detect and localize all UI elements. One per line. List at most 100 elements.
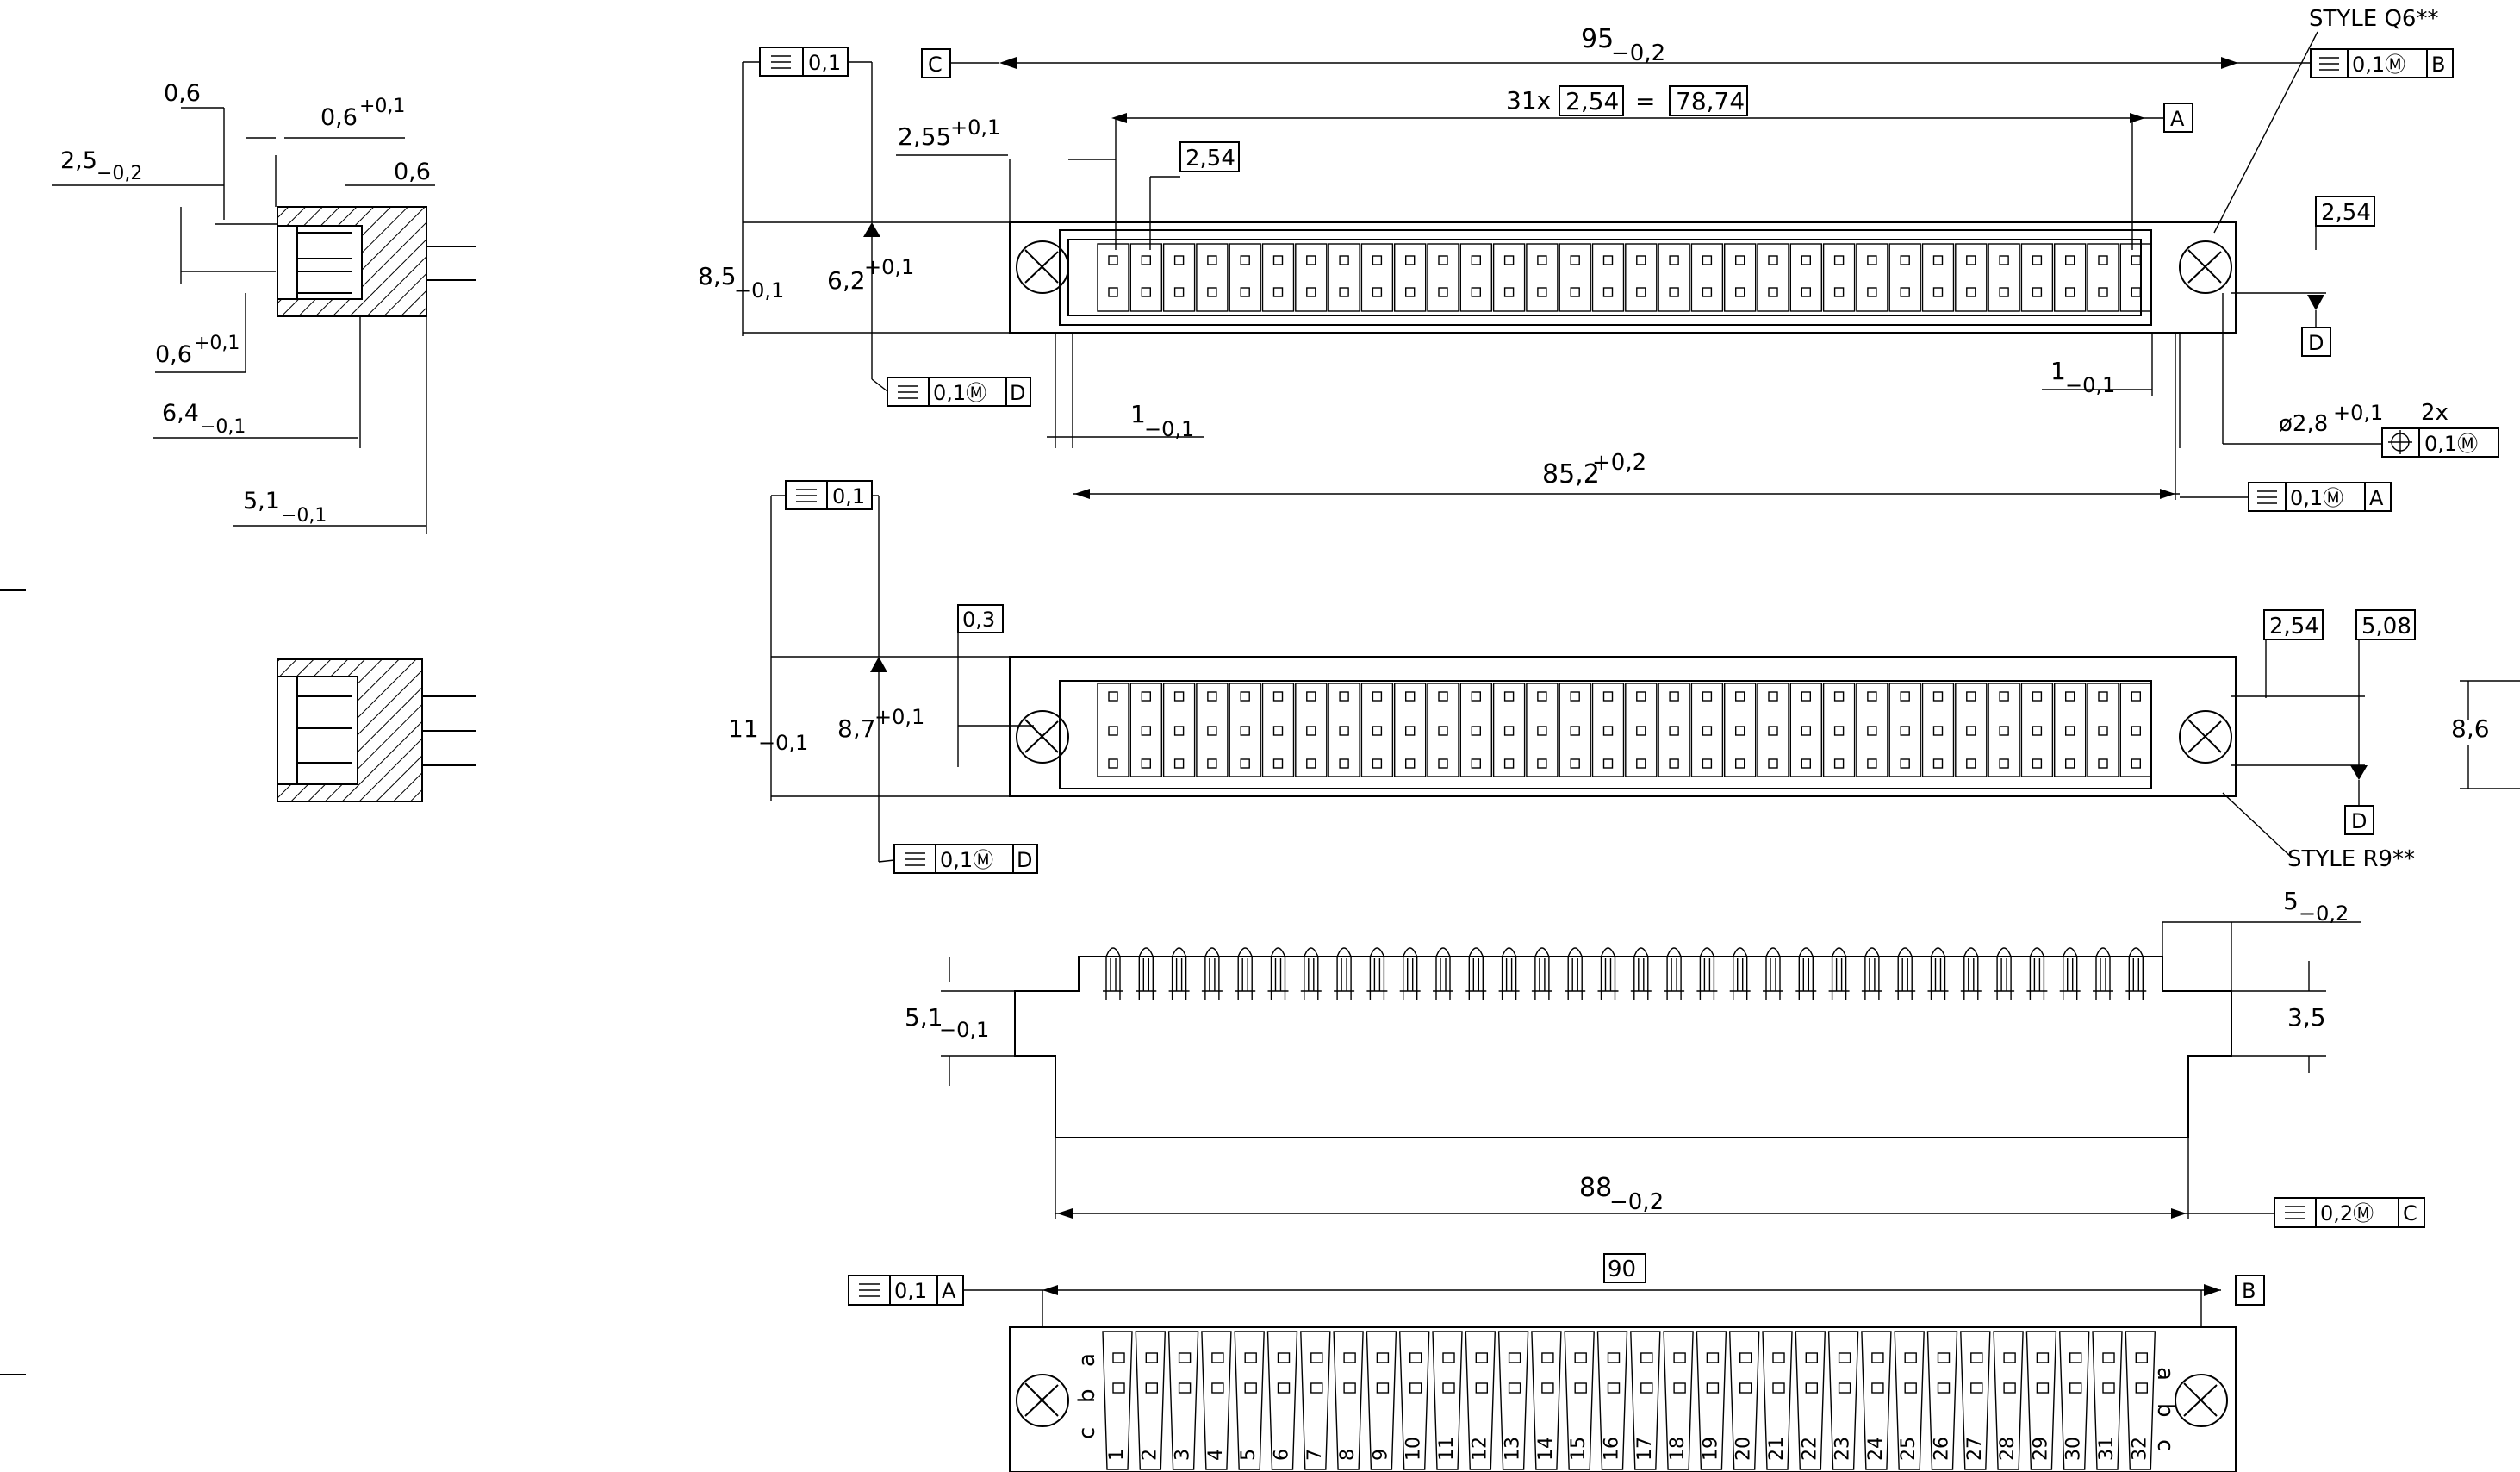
q6-edge-right: 1 xyxy=(2050,357,2066,385)
q6-pitch-small: 2,54 xyxy=(1185,146,1235,172)
bottom-pin-column xyxy=(1432,1331,1463,1470)
r9-pin-grid xyxy=(1097,683,2153,777)
pin-number-label: 5 xyxy=(1238,1449,1260,1461)
bottom-pin-column xyxy=(2125,1331,2156,1470)
bottom-pin-column xyxy=(1167,1331,1199,1470)
q6-edge-right-tol: −0,1 xyxy=(2065,373,2115,397)
r9-pin-cell xyxy=(1097,683,1129,777)
side-dim-body-tol: −0,1 xyxy=(281,505,327,527)
q6-pin-cell xyxy=(1261,243,1295,312)
q6-span: 78,74 xyxy=(1676,87,1745,115)
bottom-span: 90 xyxy=(1608,1257,1636,1282)
bottom-frame: 0,1 xyxy=(894,1279,927,1303)
top-view-r9: 0,1 11 −0,1 8,7 +0,1 0,3 0,1Ⓜ D 2,54 5,0… xyxy=(728,480,2520,874)
bottom-pin-column xyxy=(1596,1331,1628,1470)
side-dim-lower: 0,6 xyxy=(155,341,192,368)
q6-pin-cell xyxy=(1822,243,1856,312)
pin-number-label: 1 xyxy=(1106,1449,1128,1461)
q6-inner: 85,2 xyxy=(1542,459,1600,490)
datum-a-label: A xyxy=(2170,107,2185,131)
front-pin xyxy=(2095,947,2111,1000)
pin-number-label: 14 xyxy=(1535,1437,1557,1461)
q6-pin-cell xyxy=(1591,243,1625,312)
front-frame-datum: C xyxy=(2403,1201,2417,1226)
pin-number-label: 8 xyxy=(1337,1449,1359,1461)
q6-pin-cell xyxy=(1162,243,1196,312)
r9-pin-cell xyxy=(1229,683,1261,777)
r9-right-hole xyxy=(2179,710,2232,764)
q6-frame-top-left: 0,1 xyxy=(808,51,841,75)
r9-left-hole xyxy=(1016,710,1069,764)
front-pin xyxy=(1963,947,1979,1000)
side-dim-right-gap-tol: +0,1 xyxy=(359,96,405,117)
front-pin xyxy=(1733,947,1748,1000)
side-dim-lower-tol: +0,1 xyxy=(194,333,240,354)
front-pin xyxy=(1930,947,1946,1000)
pin-number-label: 11 xyxy=(1436,1437,1458,1461)
bottom-pin-column xyxy=(1960,1331,1991,1470)
pin-number-label: 30 xyxy=(2063,1437,2085,1461)
q6-pitch-count: 31x xyxy=(1506,86,1551,115)
front-pin xyxy=(1204,947,1220,1000)
q6-equals: = xyxy=(1635,87,1655,115)
r9-style-note: STYLE R9** xyxy=(2287,846,2415,872)
front-pin xyxy=(1237,947,1253,1000)
q6-frame-bottom-left: 0,1Ⓜ xyxy=(933,381,986,405)
row-letters-left: c b a xyxy=(1074,1353,1100,1439)
bottom-pin-column xyxy=(2058,1331,2090,1470)
row-letter-right-b: b xyxy=(2152,1403,2178,1418)
r9-pin-cell xyxy=(1360,683,1394,777)
front-pin xyxy=(1501,947,1517,1000)
front-pin xyxy=(1567,947,1583,1000)
r9-pin-cell xyxy=(1822,683,1856,777)
pin-number-label: 16 xyxy=(1602,1437,1623,1461)
front-pin xyxy=(1666,947,1682,1000)
q6-pin-cell xyxy=(2119,243,2153,312)
bottom-pin-column xyxy=(1696,1331,1727,1470)
front-view: 5,1 −0,1 5 −0,2 3,5 88 −0,2 0,2Ⓜ C xyxy=(905,887,2425,1228)
pin-number-label: 23 xyxy=(1832,1437,1854,1461)
bottom-pin-column xyxy=(1894,1331,1925,1470)
pin-number-label: 3 xyxy=(1173,1449,1194,1461)
bottom-pin-column xyxy=(1398,1331,1430,1470)
r9-datum-d xyxy=(2344,805,2374,835)
r9-pin-cell xyxy=(1658,683,1690,777)
r9-pin-cell xyxy=(1295,683,1328,777)
bottom-outline xyxy=(1009,1326,2237,1472)
r9-pin-cell xyxy=(2053,683,2087,777)
bottom-pin-column xyxy=(1531,1331,1562,1470)
r9-pin-cell xyxy=(1988,683,2020,777)
q6-frame-position: 0,1Ⓜ xyxy=(2424,432,2478,456)
r9-pin-cell xyxy=(1921,683,1955,777)
side-dim-depth: 6,4 xyxy=(162,400,199,427)
q6-frame-bottom-left-datum: D xyxy=(1010,381,1025,405)
bottom-pin-column xyxy=(1663,1331,1694,1470)
r9-pin-cell xyxy=(1789,683,1823,777)
r9-pin-cell xyxy=(1690,683,1724,777)
r9-pin-cell xyxy=(1559,683,1591,777)
bottom-pin-column xyxy=(1266,1331,1298,1470)
pin-number-label: 6 xyxy=(1272,1449,1293,1461)
r9-right-height: 8,6 xyxy=(2451,714,2490,743)
front-pin xyxy=(1699,947,1715,1000)
front-pin xyxy=(1304,947,1319,1000)
q6-pin-cell xyxy=(1526,243,1559,312)
front-pin xyxy=(2128,947,2144,1000)
r9-pin-cell xyxy=(1129,683,1163,777)
front-pin xyxy=(1270,947,1286,1000)
bottom-pin-column xyxy=(1926,1331,1958,1470)
r9-pin-cell xyxy=(1328,683,1360,777)
r9-pitch: 2,54 xyxy=(2269,614,2319,639)
r9-pin-cell xyxy=(1526,683,1559,777)
q6-hole-tol: +0,1 xyxy=(2333,401,2383,425)
r9-row: 8,7 xyxy=(837,714,876,743)
q6-pin-cell xyxy=(1921,243,1955,312)
row-letter-left-b: b xyxy=(1074,1388,1100,1403)
q6-hole-count: 2x xyxy=(2421,400,2448,426)
q6-style-note: STYLE Q6** xyxy=(2309,6,2438,32)
bottom-pin-column xyxy=(1861,1331,1892,1470)
bottom-pin-column xyxy=(2025,1331,2057,1470)
q6-pin-cell xyxy=(1196,243,1229,312)
